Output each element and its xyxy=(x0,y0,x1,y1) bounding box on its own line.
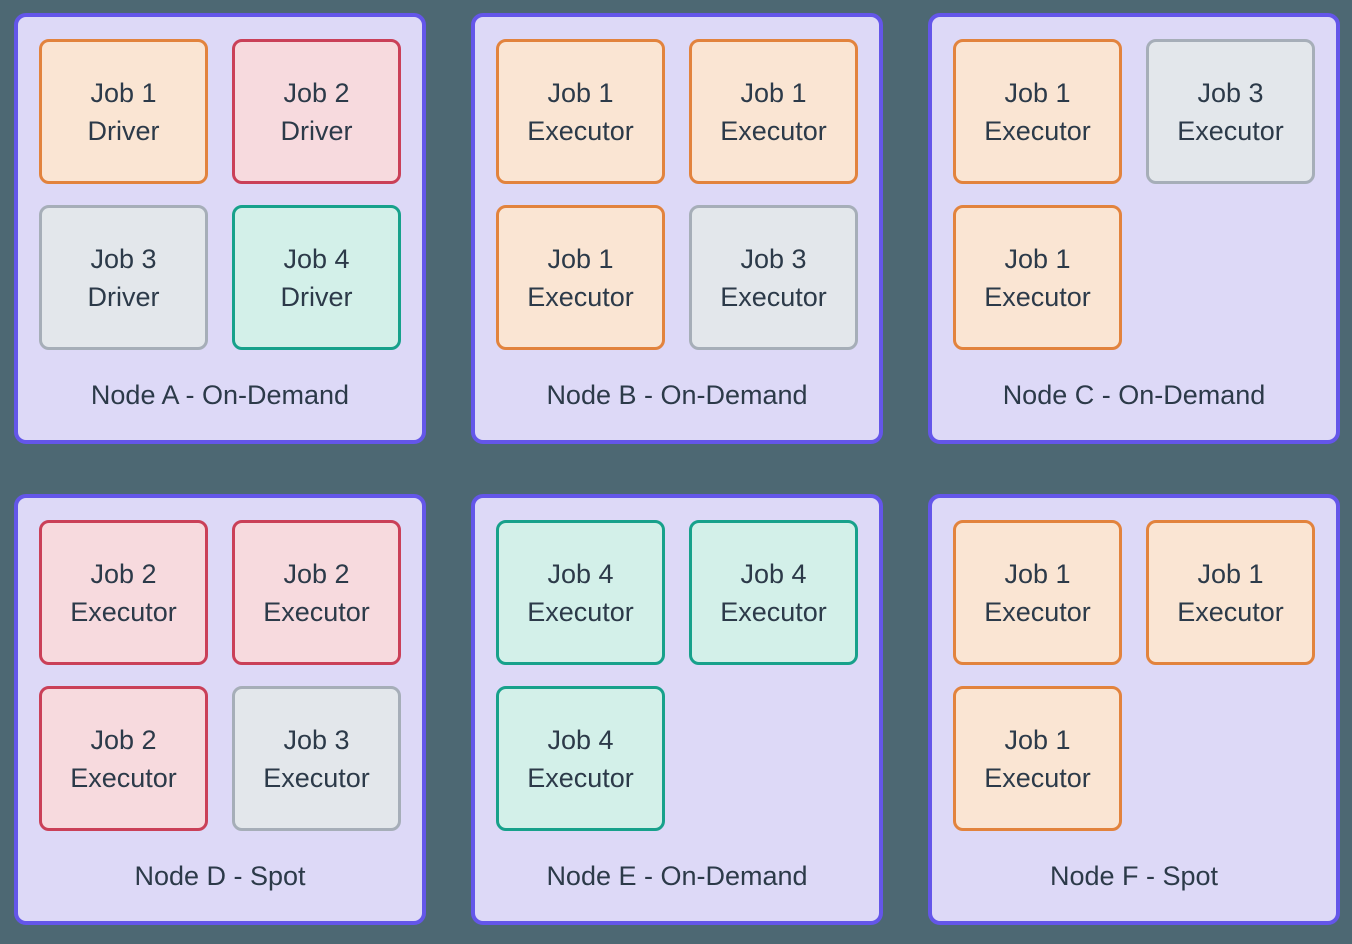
job-card: Job 1 Executor xyxy=(953,205,1122,350)
job-card: Job 1 Executor xyxy=(496,205,665,350)
node-label: Node D - Spot xyxy=(134,860,306,891)
job-card-title: Job 1 xyxy=(740,77,807,108)
job-card-title: Job 2 xyxy=(90,558,157,589)
node-label: Node B - On-Demand xyxy=(546,379,808,410)
job-card: Job 2 Driver xyxy=(232,39,401,184)
job-card-title: Job 2 xyxy=(90,724,157,755)
job-card: Job 3 Driver xyxy=(39,205,208,350)
node-label: Node E - On-Demand xyxy=(546,860,808,891)
job-card: Job 4 Executor xyxy=(689,520,858,665)
job-card: Job 3 Executor xyxy=(1146,39,1315,184)
job-card-role: Executor xyxy=(720,596,827,627)
job-card: Job 1 Executor xyxy=(496,39,665,184)
job-card: Job 3 Executor xyxy=(689,205,858,350)
job-card-title: Job 1 xyxy=(547,77,614,108)
job-card-role: Executor xyxy=(70,596,177,627)
job-card-role: Driver xyxy=(280,281,353,312)
job-card: Job 1 Executor xyxy=(1146,520,1315,665)
job-card-role: Executor xyxy=(984,762,1091,793)
job-card-title: Job 1 xyxy=(547,243,614,274)
job-card-title: Job 1 xyxy=(1004,243,1071,274)
job-card-role: Executor xyxy=(527,115,634,146)
job-card: Job 2 Executor xyxy=(232,520,401,665)
job-card-title: Job 1 xyxy=(90,77,157,108)
job-card: Job 2 Executor xyxy=(39,686,208,831)
job-card: Job 3 Executor xyxy=(232,686,401,831)
job-card-title: Job 1 xyxy=(1004,558,1071,589)
job-card: Job 1 Executor xyxy=(953,520,1122,665)
job-card-title: Job 3 xyxy=(90,243,157,274)
job-card-title: Job 1 xyxy=(1004,724,1071,755)
job-card-title: Job 1 xyxy=(1197,558,1264,589)
job-card-role: Executor xyxy=(720,281,827,312)
job-card-title: Job 4 xyxy=(740,558,807,589)
job-card-title: Job 4 xyxy=(547,558,614,589)
job-card-title: Job 4 xyxy=(547,724,614,755)
job-card: Job 2 Executor xyxy=(39,520,208,665)
job-card-role: Driver xyxy=(280,115,353,146)
job-card: Job 4 Driver xyxy=(232,205,401,350)
job-card-role: Executor xyxy=(263,596,370,627)
node-label: Node A - On-Demand xyxy=(90,379,350,410)
job-card-role: Executor xyxy=(527,762,634,793)
job-card: Job 1 Executor xyxy=(953,686,1122,831)
job-card-title: Job 3 xyxy=(740,243,807,274)
node-label: Node F - Spot xyxy=(1049,860,1219,891)
job-card-title: Job 4 xyxy=(283,243,350,274)
job-card: Job 1 Executor xyxy=(953,39,1122,184)
job-card: Job 4 Executor xyxy=(496,520,665,665)
job-card: Job 1 Executor xyxy=(689,39,858,184)
job-card-role: Executor xyxy=(984,281,1091,312)
job-card-role: Executor xyxy=(527,596,634,627)
job-card: Job 1 Driver xyxy=(39,39,208,184)
job-card: Job 4 Executor xyxy=(496,686,665,831)
job-card-role: Executor xyxy=(263,762,370,793)
job-card-role: Driver xyxy=(87,281,160,312)
job-card-role: Executor xyxy=(70,762,177,793)
job-card-role: Executor xyxy=(984,596,1091,627)
job-card-title: Job 2 xyxy=(283,558,350,589)
job-card-title: Job 1 xyxy=(1004,77,1071,108)
job-card-role: Executor xyxy=(984,115,1091,146)
job-card-title: Job 3 xyxy=(1197,77,1264,108)
node-label: Node C - On-Demand xyxy=(1002,379,1266,410)
job-card-title: Job 2 xyxy=(283,77,350,108)
job-card-role: Executor xyxy=(1177,115,1284,146)
job-card-role: Executor xyxy=(527,281,634,312)
job-card-role: Executor xyxy=(1177,596,1284,627)
job-card-role: Executor xyxy=(720,115,827,146)
job-card-role: Driver xyxy=(87,115,160,146)
job-card-title: Job 3 xyxy=(283,724,350,755)
